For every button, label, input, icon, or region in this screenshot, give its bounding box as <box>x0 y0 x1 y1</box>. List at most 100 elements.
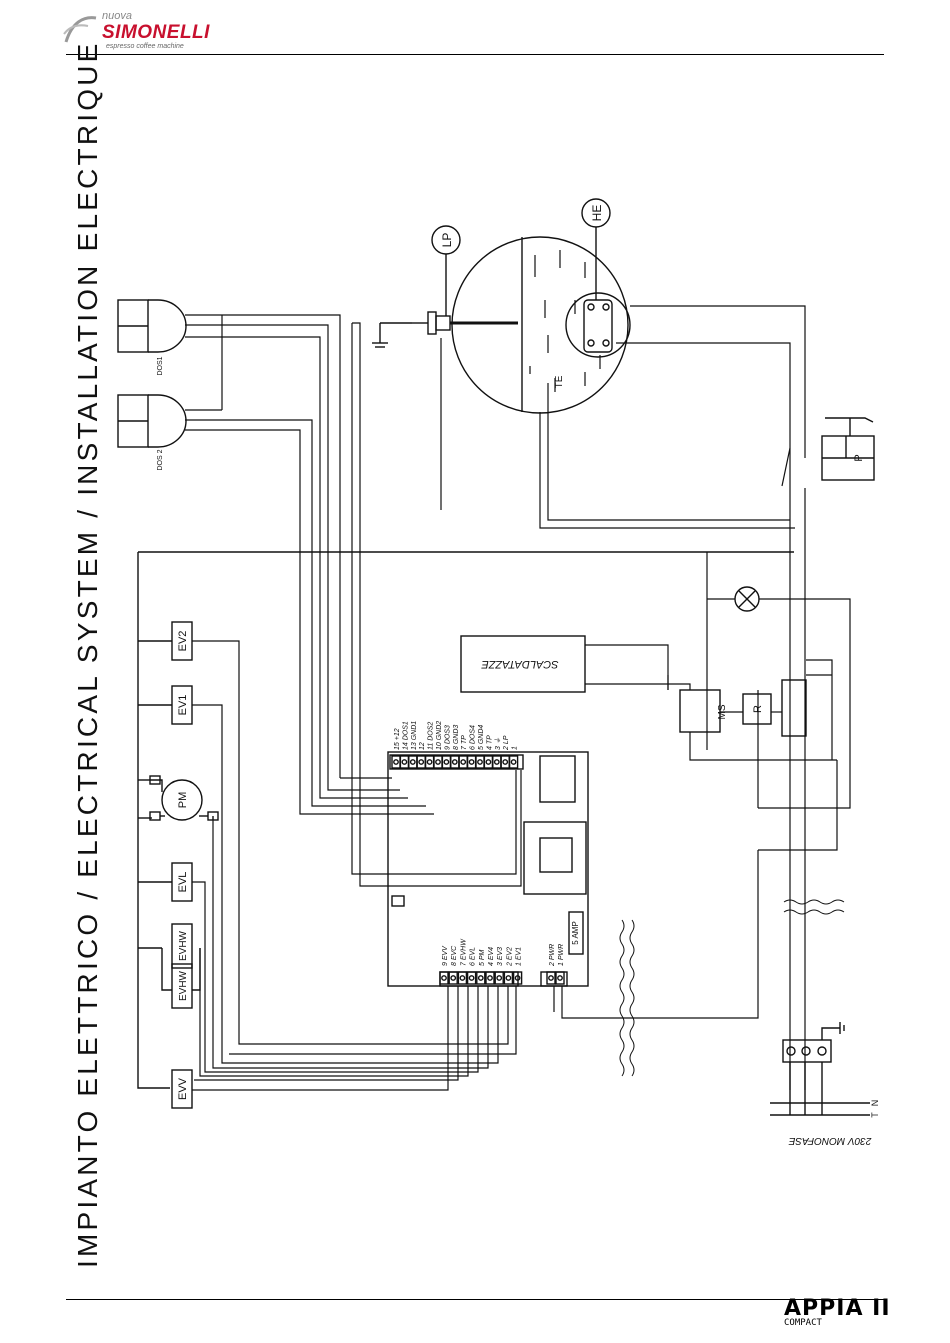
he-label-circle <box>581 198 611 228</box>
model-name: APPIA II <box>784 1296 891 1321</box>
power-terminal <box>555 971 565 985</box>
model-sub: COMPACT <box>784 1318 822 1328</box>
bottom-rule <box>66 1299 884 1300</box>
top-terminal-screw <box>418 759 425 765</box>
top-terminal-label: 2 LP <box>503 735 510 751</box>
relay-r <box>742 693 772 725</box>
power-terminal-screw <box>557 975 563 981</box>
board-top-wires <box>351 322 522 887</box>
dos1-label: DOS1 <box>157 356 164 375</box>
doser-wires <box>185 314 434 815</box>
valve-ev1 <box>171 685 193 725</box>
bottom-terminal <box>512 971 523 985</box>
top-terminal-label: 11 DOS2 <box>428 722 435 750</box>
boiler <box>450 236 629 414</box>
top-terminal-label: 14 DOS1 <box>402 721 409 750</box>
supply-terminal-block <box>770 1022 870 1116</box>
indicator-lamp <box>734 586 760 612</box>
top-terminal-label: 5 GND4 <box>478 725 485 750</box>
bottom-terminal-screw <box>459 975 466 981</box>
board-to-valves-wires <box>192 640 517 1091</box>
neutral-label: N <box>870 1100 880 1107</box>
pm-label: PM <box>177 792 189 809</box>
main-switch <box>679 689 721 733</box>
power-terminal-label: 1 PWR <box>558 944 565 966</box>
top-terminal-screw <box>426 759 433 765</box>
ev1-label: EV1 <box>177 695 189 716</box>
top-terminal-label: 3 ⏚ <box>494 737 502 750</box>
left-bus <box>137 551 794 1089</box>
top-terminal-screw <box>468 759 475 765</box>
power-terminal-screw <box>548 975 554 981</box>
top-terminal-label: 12 <box>419 742 426 750</box>
supply-label: 230V MONOFASE <box>788 1135 872 1146</box>
evhw-b-label: EVHW <box>178 970 189 1001</box>
top-terminal-screw <box>510 759 517 765</box>
top-terminal-label: 4 TP <box>486 735 493 750</box>
top-terminal-label: 1 <box>512 746 519 750</box>
bottom-terminal-label: 9 EVV <box>442 945 449 966</box>
scaldatazze-box <box>460 635 586 693</box>
bottom-terminal <box>485 971 495 985</box>
top-terminal-screw <box>485 759 492 765</box>
top-terminal-label: 13 GND1 <box>411 721 418 750</box>
te-label: TE <box>554 375 565 388</box>
bottom-terminal-screw <box>505 975 512 981</box>
bottom-terminal <box>503 971 514 985</box>
top-terminal-screw <box>460 759 467 765</box>
top-terminal-screw <box>443 759 450 765</box>
dos2-label: DOS 2 <box>157 449 164 470</box>
logo-nuova: nuova <box>102 10 132 22</box>
ev2-label: EV2 <box>177 631 189 652</box>
evv-label: EVV <box>177 1077 189 1100</box>
bottom-terminal-screw <box>477 975 484 981</box>
doser-2 <box>117 394 187 448</box>
line-filter <box>619 899 845 1077</box>
bottom-terminal-label: 6 EVL <box>470 947 477 966</box>
top-terminal-screw <box>409 759 416 765</box>
evhw-a-label: EVHW <box>178 930 189 961</box>
amp-label: 5 AMP <box>571 921 580 945</box>
bottom-terminal-label: 1 EV1 <box>516 947 523 966</box>
level-probe-fitting <box>412 254 451 335</box>
he-label: HE <box>590 205 604 222</box>
bottom-terminal-label: 5 PM <box>479 949 486 966</box>
top-terminal-screw <box>493 759 500 765</box>
model-logo: APPIA II COMPACT <box>784 1296 891 1328</box>
valve-evv <box>171 1069 193 1109</box>
bottom-terminal <box>457 971 468 985</box>
simonelli-logo: nuova SIMONELLI espresso coffee machine <box>62 8 262 52</box>
valve-evhw-b <box>171 963 193 1009</box>
contactor <box>781 679 807 737</box>
bottom-terminal <box>494 971 504 985</box>
bottom-terminal <box>448 971 458 985</box>
bottom-terminal-label: 4 EV4 <box>488 947 495 966</box>
bottom-terminal-screw <box>496 975 503 981</box>
top-terminal-label: 7 TP <box>461 735 468 750</box>
bottom-terminal-screw <box>441 975 447 981</box>
ground-symbol-boiler <box>372 322 412 348</box>
heating-element <box>565 227 631 358</box>
pressure-switch <box>821 417 875 481</box>
bottom-terminal-screw <box>450 975 457 981</box>
top-terminal-label: 15 +12 <box>394 728 401 750</box>
power-terminal-label: 2 PWR <box>549 944 556 967</box>
bottom-terminal-screw <box>468 975 475 981</box>
top-terminal-screw <box>393 759 399 765</box>
logo-swoosh-icon <box>63 16 97 43</box>
logo-tagline: espresso coffee machine <box>106 43 184 50</box>
top-terminal-label: 9 DOS3 <box>444 725 451 750</box>
scaldatazze-label: SCALDATAZZE <box>481 658 559 670</box>
top-terminal-label: 8 GND3 <box>453 725 460 750</box>
bottom-terminal-label: 2 EV2 <box>506 947 513 967</box>
top-terminal-screw <box>435 759 441 765</box>
bottom-terminal-screw <box>514 975 521 981</box>
top-terminal-screw <box>502 759 509 765</box>
line-label: T <box>870 1112 880 1118</box>
top-terminal-screw <box>477 759 483 765</box>
